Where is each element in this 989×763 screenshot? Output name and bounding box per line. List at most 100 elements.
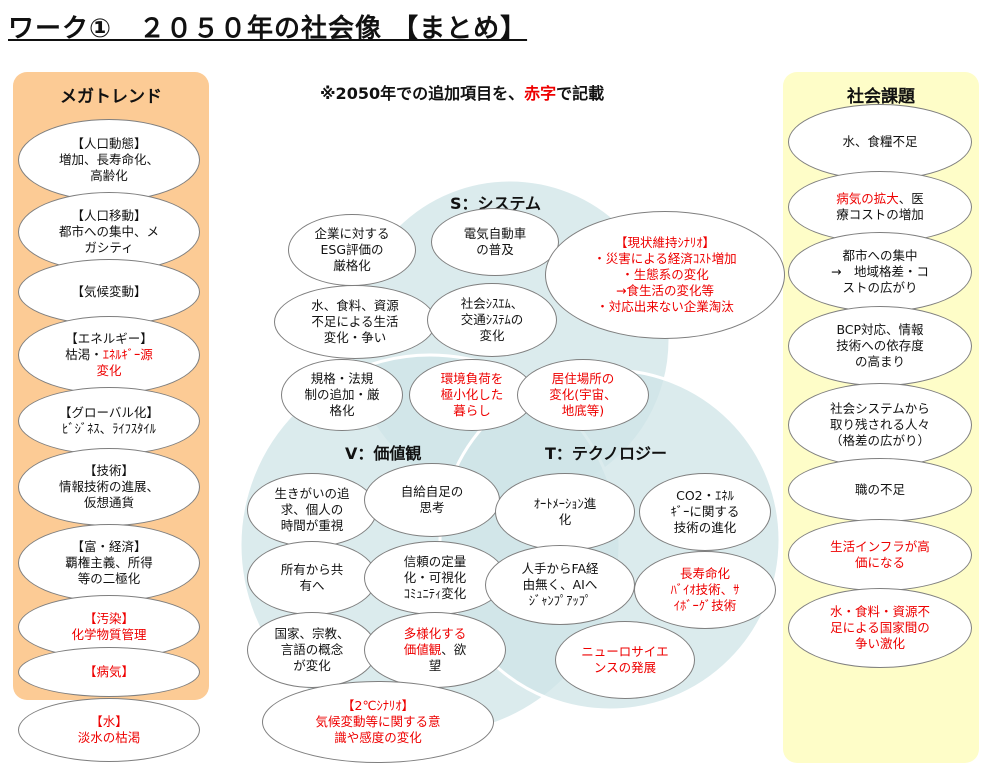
ellipse-text-line: 変化(宇宙、 — [549, 387, 616, 403]
ellipse-text-line: 変化 — [479, 328, 504, 344]
ellipse-text-line: 枯渇・ｴﾈﾙｷﾞｰ源 — [65, 347, 153, 363]
ellipse-text-line: 極小化した — [441, 387, 504, 403]
text-segment: 不足による生活 — [311, 314, 399, 329]
ellipse-text-line: ニューロサイエ — [581, 644, 668, 660]
note-text: ※2050年での追加項目を、赤字で記載 — [320, 80, 604, 104]
text-segment: 信頼の定量 — [403, 554, 467, 569]
ellipse-text-line: ｷﾞｰに関する — [671, 504, 740, 520]
ellipse-text-line: 求、個人の — [281, 502, 344, 518]
text-segment: ｺﾐｭﾆﾃｨ変化 — [403, 586, 467, 601]
text-segment: ストの広がり — [842, 280, 918, 295]
text-segment: 【人口動態】 — [71, 136, 147, 151]
ellipse-text-line: 多様化する — [404, 626, 467, 642]
ellipse-text-line: 生きがいの追 — [274, 486, 349, 502]
ellipse-text-line: 制の追加・厳 — [304, 387, 379, 403]
text-segment: 、医 — [898, 191, 924, 206]
venn-item-ellipse: 多様化する価値観、欲望 — [364, 612, 506, 688]
text-segment: →食生活の変化等 — [616, 283, 714, 298]
ellipse-text-line: 社会システムから — [830, 401, 930, 417]
ellipse-text-line: 望 — [429, 658, 442, 674]
text-segment: 等の二極化 — [77, 571, 141, 586]
text-segment: 時間が重視 — [280, 518, 344, 533]
ellipse-text-line: 由無く、AIへ — [523, 577, 598, 593]
social-issue-ellipse: 職の不足 — [788, 458, 972, 522]
ellipse-text-line: 【グローバル化】 — [59, 405, 159, 421]
venn-item-ellipse: 長寿命化ﾊﾞｲｵ技術、ｻｲﾎﾞｰｸﾞ技術 — [634, 551, 776, 629]
text-segment: 変化(宇宙、 — [549, 387, 617, 402]
ellipse-text-line: 仮想通貨 — [84, 495, 134, 511]
text-segment: 電気自動車 — [463, 226, 527, 241]
ellipse-text-line: 地底等) — [562, 403, 604, 419]
social-issue-ellipse: 都市への集中→ 地域格差・コストの広がり — [788, 232, 972, 312]
megatrend-ellipse: 【人口動態】増加、長寿命化、高齢化 — [18, 119, 200, 201]
text-segment: ｼﾞｬﾝﾌﾟｱｯﾌﾟ — [528, 593, 592, 608]
text-segment: 識や感度の変化 — [334, 730, 422, 745]
text-segment: 社会システムから — [830, 401, 930, 416]
ellipse-text-line: 社会ｼｽｴﾑ、 — [461, 296, 524, 312]
text-segment: 覇権主義、所得 — [65, 555, 153, 570]
text-segment: 長寿命化 — [679, 566, 730, 581]
venn-item-ellipse: 国家、宗教、言語の概念が変化 — [247, 612, 377, 688]
text-segment: 変化 — [479, 328, 505, 343]
ellipse-text-line: ﾋﾞｼﾞﾈｽ、ﾗｲﾌｽﾀｲﾙ — [62, 421, 156, 437]
ellipse-text-line: 国家、宗教、 — [274, 626, 349, 642]
text-segment: 高齢化 — [90, 168, 128, 183]
text-segment: 【2℃ｼﾅﾘｵ】 — [342, 698, 414, 713]
venn-item-ellipse: 居住場所の変化(宇宙、地底等) — [517, 359, 649, 431]
ellipse-text-line: の高まり — [855, 354, 905, 370]
ellipse-text-line: ・生態系の変化 — [621, 267, 709, 283]
ellipse-text-line: 識や感度の変化 — [334, 730, 422, 746]
venn-item-ellipse: 生きがいの追求、個人の時間が重視 — [247, 473, 377, 547]
text-segment: 【水】 — [90, 714, 128, 729]
ellipse-text-line: 企業に対する — [314, 226, 389, 242]
ellipse-text-line: 【技術】 — [84, 463, 134, 479]
ellipse-text-line: ﾊﾞｲｵ技術、ｻ — [671, 582, 740, 598]
text-segment: 思考 — [419, 500, 445, 515]
ellipse-text-line: 【富・経済】 — [71, 539, 146, 555]
text-segment: 制の追加・厳 — [304, 387, 380, 402]
ellipse-text-line: ｺﾐｭﾆﾃｨ変化 — [404, 586, 467, 602]
text-segment: 格化 — [329, 403, 355, 418]
social-issue-ellipse: 水、食糧不足 — [788, 104, 972, 180]
ellipse-text-line: 足による国家間の — [830, 620, 930, 636]
ellipse-text-line: 増加、長寿命化、 — [59, 152, 159, 168]
ellipse-text-line: →食生活の変化等 — [616, 283, 714, 299]
text-segment: CO2・ｴﾈﾙ — [676, 488, 734, 503]
ellipse-text-line: 技術への依存度 — [836, 338, 924, 354]
text-segment: ガシティ — [84, 240, 134, 255]
ellipse-text-line: 水・食料・資源不 — [830, 604, 930, 620]
text-segment: 社会ｼｽｴﾑ、 — [460, 296, 524, 311]
text-segment: → 地域格差・コ — [831, 264, 929, 279]
text-segment: 技術の進化 — [673, 520, 737, 535]
text-segment: 化・可視化 — [403, 570, 467, 585]
social-issue-ellipse: 生活インフラが高価になる — [788, 519, 972, 591]
ellipse-text-line: 思考 — [419, 500, 444, 516]
venn-label-values: V：価値観 — [345, 444, 422, 463]
text-segment: 価になる — [854, 555, 905, 570]
text-segment: 仮想通貨 — [83, 495, 134, 510]
ellipse-text-line: ｼﾞｬﾝﾌﾟｱｯﾌﾟ — [529, 593, 592, 609]
social-issue-ellipse: BCP対応、情報技術への依存度の高まり — [788, 306, 972, 386]
ellipse-text-line: 病気の拡大、医 — [836, 191, 924, 207]
megatrend-title: メガトレンド — [60, 87, 162, 107]
ellipse-text-line: ストの広がり — [842, 280, 917, 296]
megatrend-ellipse: 【気候変動】 — [18, 259, 200, 325]
megatrend-ellipse: 【水】淡水の枯渇 — [18, 698, 200, 762]
text-segment: 生活インフラが高 — [830, 539, 930, 554]
text-segment: 【技術】 — [83, 463, 134, 478]
ellipse-text-line: 環境負荷を — [441, 371, 504, 387]
ellipse-text-line: 交通ｼｽﾃﾑの — [461, 312, 524, 328]
text-segment: 極小化した — [440, 387, 504, 402]
ellipse-text-line: ESG評価の — [320, 242, 383, 258]
ellipse-text-line: 技術の進化 — [674, 520, 737, 536]
text-segment: の高まり — [854, 354, 905, 369]
text-segment: 人手からFA経 — [521, 561, 599, 576]
ellipse-text-line: 長寿命化 — [680, 566, 730, 582]
text-segment: 地底等) — [561, 403, 605, 418]
venn-item-ellipse: ニューロサイエンスの発展 — [555, 621, 695, 699]
text-segment: ｷﾞｰに関する — [670, 504, 740, 519]
ellipse-text-line: 療コストの増加 — [836, 207, 924, 223]
megatrend-ellipse: 【富・経済】覇権主義、所得等の二極化 — [18, 524, 200, 602]
ellipse-text-line: → 地域格差・コ — [831, 264, 929, 280]
text-segment: 取り残される人々 — [829, 417, 930, 432]
